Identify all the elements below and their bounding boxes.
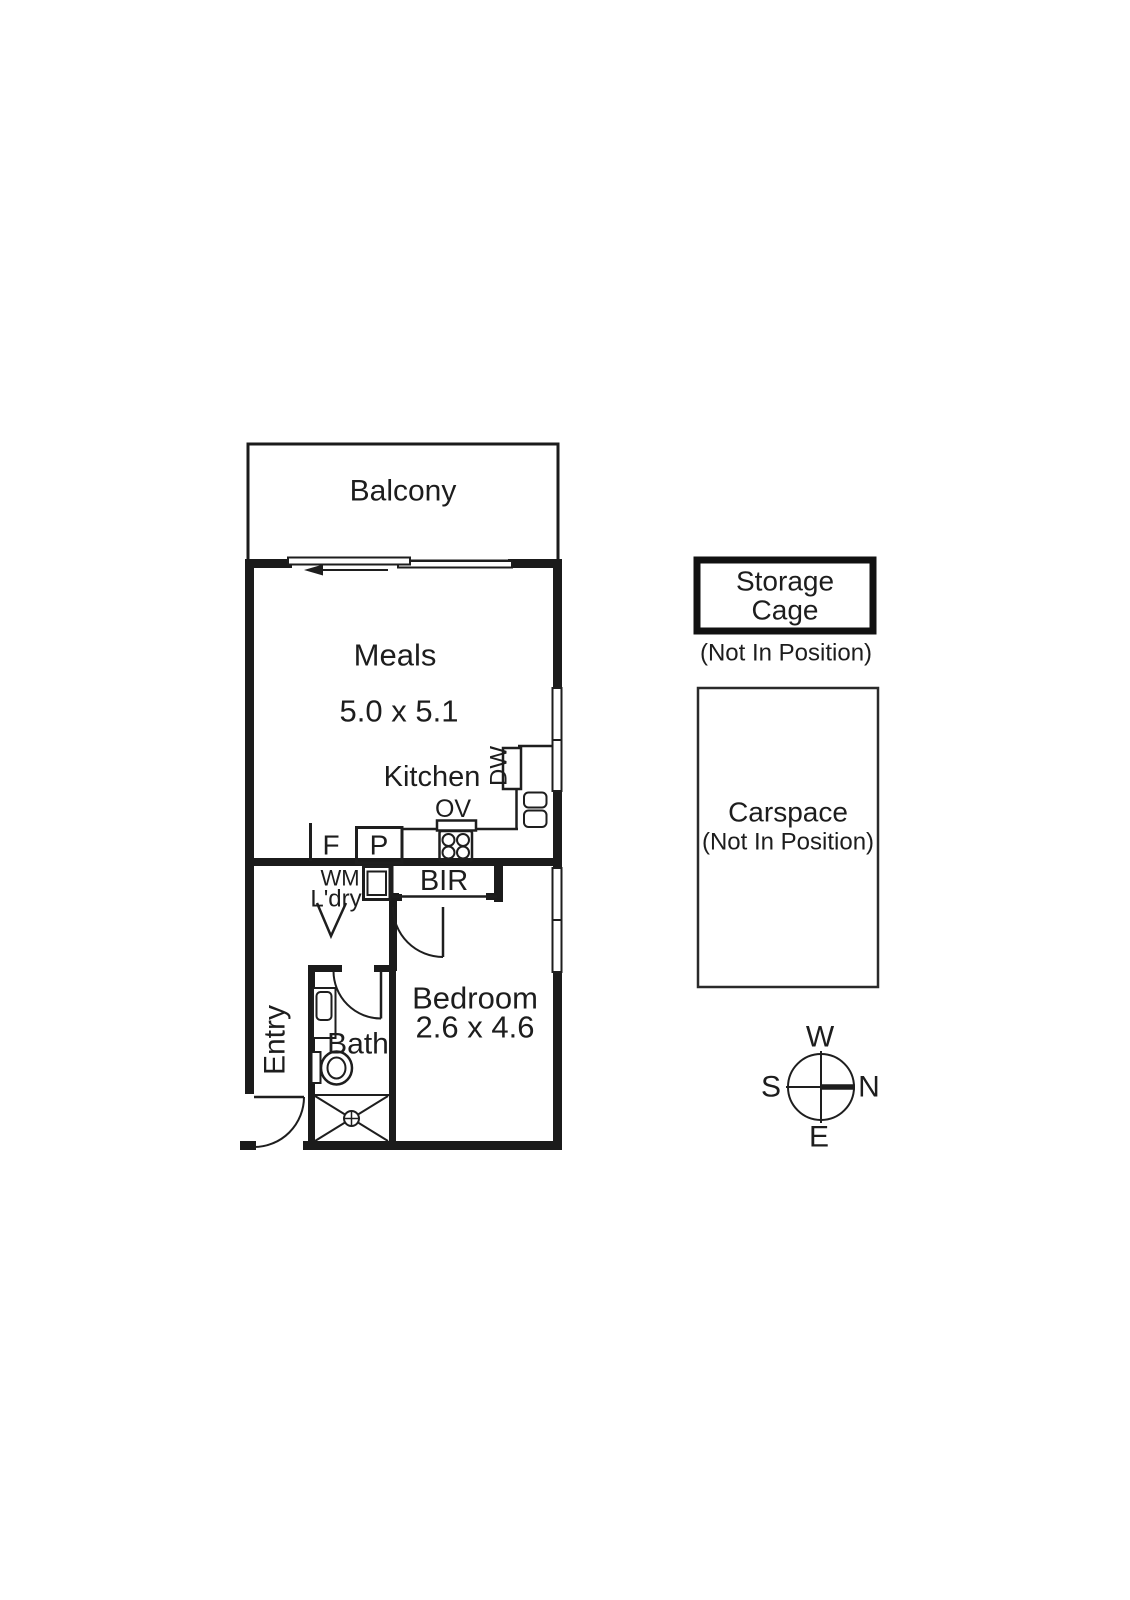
compass-east-label: E bbox=[808, 1120, 830, 1154]
storage-cage-outline bbox=[693, 556, 877, 635]
compass-south-label: S bbox=[760, 1070, 782, 1104]
laundry-label: L'dry bbox=[310, 885, 362, 913]
laundry-door-arrow bbox=[315, 902, 348, 940]
exterior-walls bbox=[240, 559, 562, 1150]
dishwasher-label: DW bbox=[485, 746, 513, 786]
cooktop bbox=[438, 829, 474, 863]
meals-dimensions: 5.0 x 5.1 bbox=[339, 693, 459, 729]
compass-west-label: W bbox=[805, 1020, 835, 1054]
storage-cage-label-line1: Storage bbox=[735, 565, 835, 597]
washing-machine-appliance bbox=[362, 865, 392, 901]
slide-direction-arrow bbox=[304, 564, 388, 576]
washing-machine-label: WM bbox=[320, 865, 360, 891]
storage-cage-label-line2: Cage bbox=[751, 594, 819, 626]
dishwasher-appliance bbox=[501, 746, 523, 791]
bath-label: Bath bbox=[327, 1027, 389, 1061]
shower bbox=[314, 1094, 389, 1142]
bedroom-door bbox=[392, 906, 445, 958]
pantry-cabinet bbox=[355, 826, 404, 865]
vanity bbox=[312, 987, 337, 1039]
storage-cage-note: (Not In Position) bbox=[699, 639, 873, 667]
meals-label: Meals bbox=[353, 637, 437, 673]
compass-north-label: N bbox=[858, 1070, 880, 1104]
window-bedroom bbox=[551, 867, 563, 973]
entry-label: Entry bbox=[258, 1004, 292, 1076]
bedroom-label: Bedroom bbox=[412, 980, 538, 1016]
fridge-label: F bbox=[322, 829, 340, 861]
pantry-label: P bbox=[369, 829, 389, 861]
bedroom-dimensions: 2.6 x 4.6 bbox=[415, 1009, 535, 1045]
window-meals bbox=[551, 687, 563, 792]
carspace-note: (Not In Position) bbox=[701, 828, 875, 856]
sink bbox=[523, 791, 548, 828]
built-in-robe bbox=[391, 866, 497, 898]
balcony-label: Balcony bbox=[349, 474, 457, 508]
carspace-label: Carspace bbox=[728, 796, 848, 828]
toilet bbox=[310, 1050, 354, 1086]
carspace-outline bbox=[696, 686, 880, 989]
compass-rose bbox=[786, 1051, 855, 1123]
entry-door bbox=[253, 1095, 305, 1148]
bath-door bbox=[332, 970, 383, 1020]
oven-label: OV bbox=[434, 794, 472, 823]
built-in-robe-label: BIR bbox=[419, 864, 469, 897]
sliding-door bbox=[287, 556, 513, 569]
kitchen-label: Kitchen bbox=[383, 760, 481, 793]
